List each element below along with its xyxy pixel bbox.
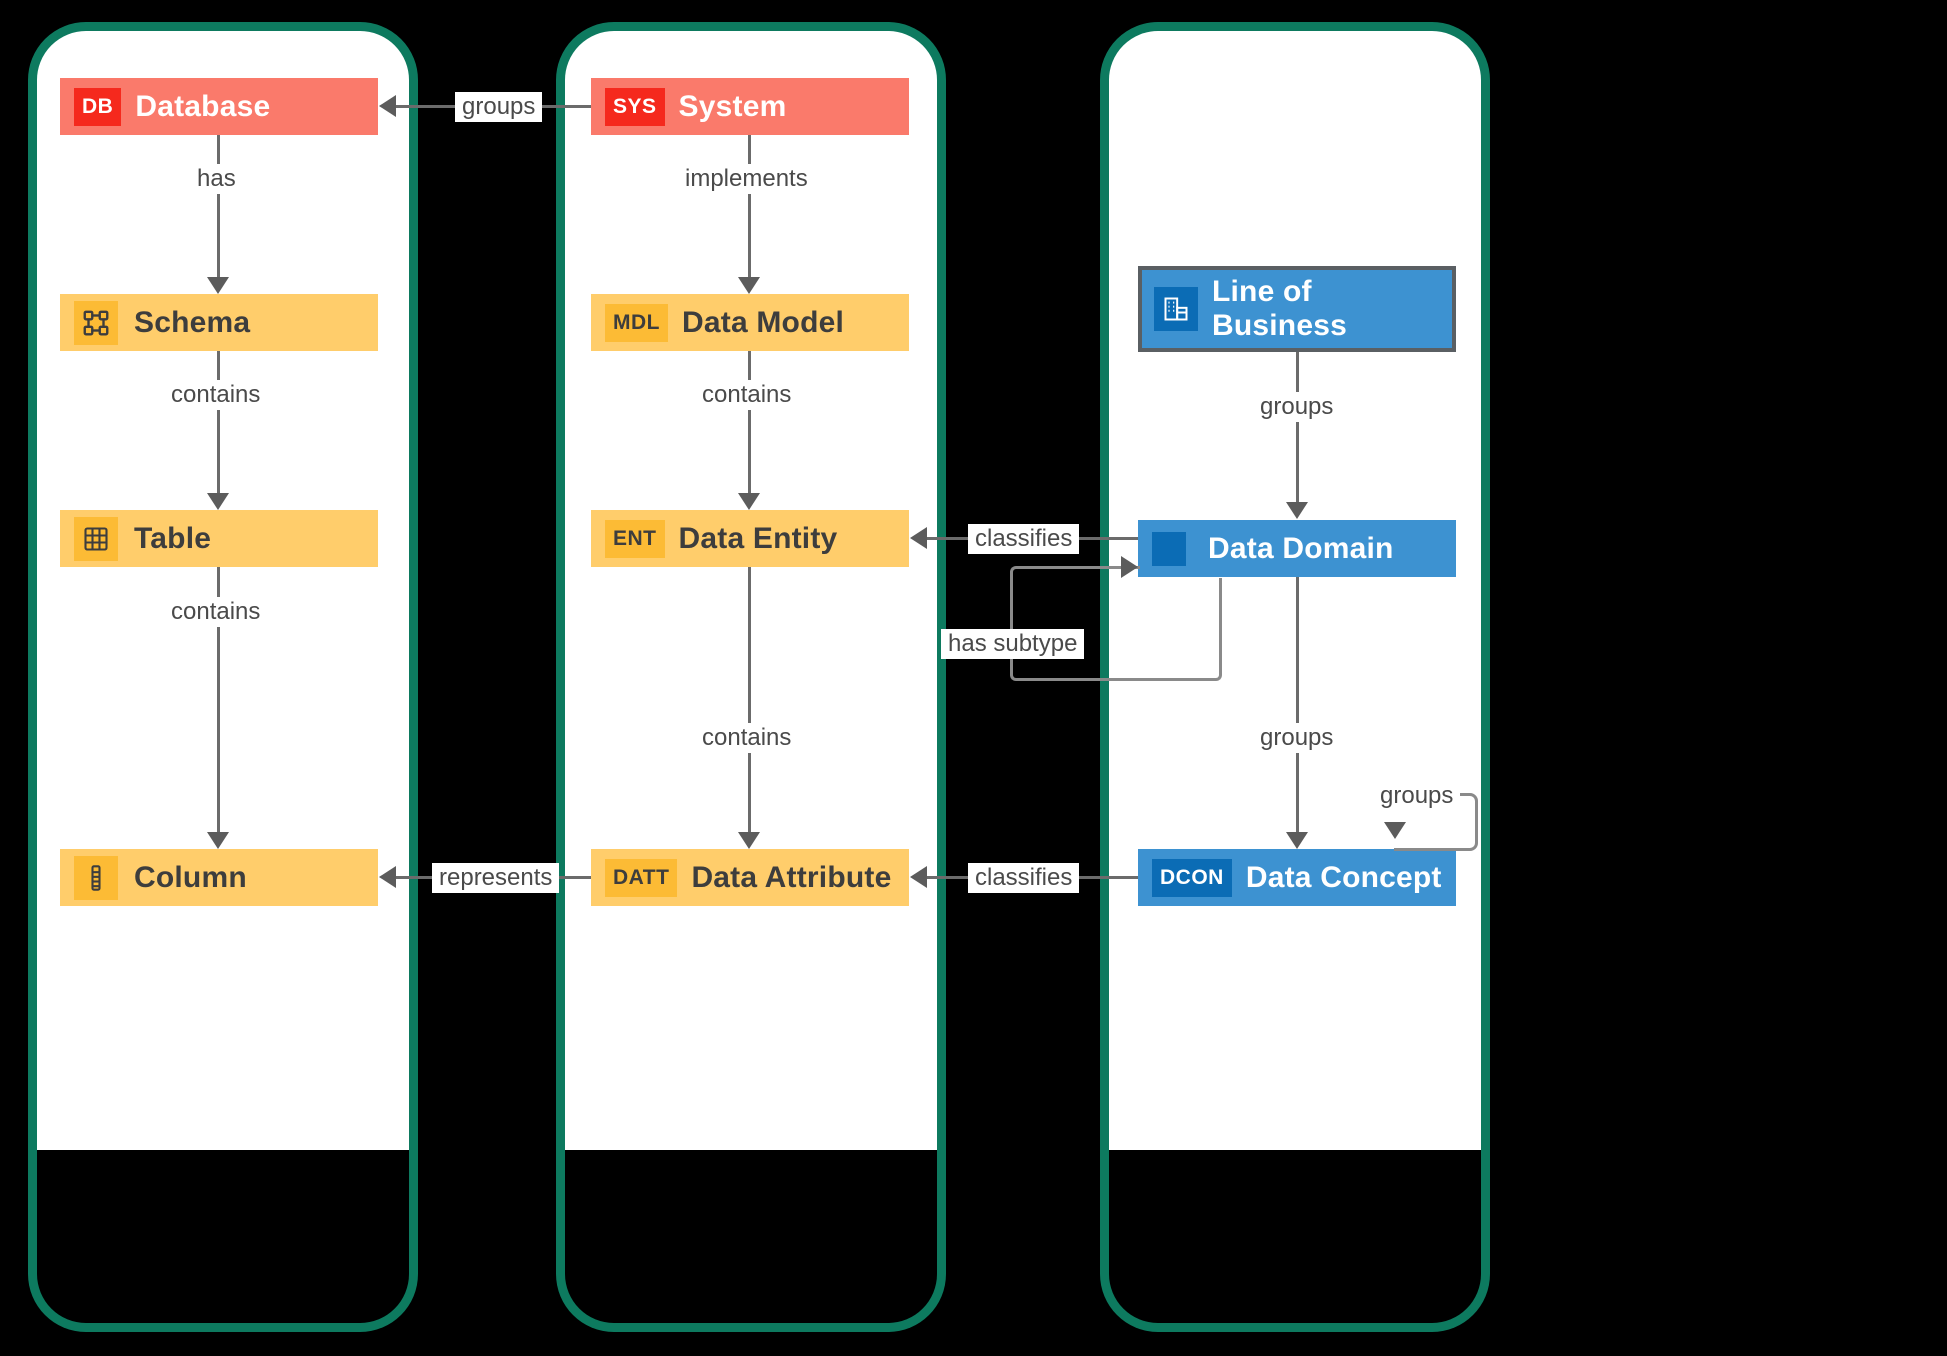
building-icon <box>1154 287 1198 331</box>
edge-arrow-attribute-represents-column <box>379 866 396 888</box>
edge-line-model-contains-entity <box>748 351 751 493</box>
square-icon <box>1152 531 1186 566</box>
edge-line-database-has-schema <box>217 135 220 277</box>
edge-arrow-database-has-schema <box>207 277 229 294</box>
edge-label-table-contains-column: contains <box>164 597 268 627</box>
edge-arrow-schema-contains-table <box>207 493 229 510</box>
ent-badge: ENT <box>605 519 665 558</box>
lane-business <box>1100 22 1490 1332</box>
sys-badge: SYS <box>605 87 665 126</box>
edge-label-lob-groups-domain: groups <box>1253 392 1341 422</box>
node-table-label: Table <box>134 521 212 555</box>
edge-label-concept-groups-self: groups <box>1373 781 1461 811</box>
node-database-label: Database <box>135 89 271 123</box>
node-system[interactable]: SYS System <box>591 78 909 135</box>
edge-arrow-concept-groups-self <box>1384 822 1406 839</box>
edge-line-system-implements-model <box>748 135 751 277</box>
edge-arrow-domain-groups-concept <box>1286 832 1308 849</box>
node-column[interactable]: Column <box>60 849 378 906</box>
column-icon <box>74 855 118 900</box>
mdl-badge: MDL <box>605 303 668 342</box>
lane-logical-foot <box>556 1150 946 1332</box>
edge-arrow-concept-classifies-attribute <box>910 866 927 888</box>
edge-label-model-contains-entity: contains <box>695 380 799 410</box>
edge-label-concept-classifies-attribute: classifies <box>968 863 1080 893</box>
node-schema[interactable]: Schema <box>60 294 378 351</box>
node-table[interactable]: Table <box>60 510 378 567</box>
edge-label-database-has-schema: has <box>190 164 243 194</box>
edge-arrow-system-implements-model <box>738 277 760 294</box>
edge-arrow-domain-classifies-entity <box>910 527 927 549</box>
lane-business-foot <box>1100 1150 1490 1332</box>
node-data-attribute-label: Data Attribute <box>691 860 892 894</box>
db-badge: DB <box>74 87 122 126</box>
node-data-model-label: Data Model <box>682 305 845 339</box>
node-column-label: Column <box>134 860 247 894</box>
node-data-domain-label: Data Domain <box>1208 531 1394 565</box>
edge-arrow-table-contains-column <box>207 832 229 849</box>
edge-label-attribute-represents-column: represents <box>432 863 560 893</box>
edge-label-entity-contains-attribute: contains <box>695 723 799 753</box>
node-data-model[interactable]: MDL Data Model <box>591 294 909 351</box>
node-data-entity-label: Data Entity <box>678 521 838 555</box>
node-database[interactable]: DB Database <box>60 78 378 135</box>
node-line-of-business-label: Line of Business <box>1212 275 1347 342</box>
edge-route-domain-has-subtype-b <box>1140 578 1222 681</box>
node-data-concept[interactable]: DCON Data Concept <box>1138 849 1456 906</box>
edge-line-table-contains-column <box>217 567 220 832</box>
node-data-concept-label: Data Concept <box>1245 860 1442 894</box>
lane-physical-foot <box>28 1150 418 1332</box>
edge-label-system-implements-model: implements <box>678 164 815 194</box>
node-schema-label: Schema <box>134 305 251 339</box>
edge-label-schema-contains-table: contains <box>164 380 268 410</box>
edge-arrow-entity-contains-attribute <box>738 832 760 849</box>
datt-badge: DATT <box>605 858 678 897</box>
edge-label-system-groups-database: groups <box>455 92 543 122</box>
edge-arrow-lob-groups-domain <box>1286 502 1308 519</box>
dcon-badge: DCON <box>1152 858 1232 897</box>
node-data-domain[interactable]: Data Domain <box>1138 520 1456 577</box>
node-data-attribute[interactable]: DATT Data Attribute <box>591 849 909 906</box>
schema-icon <box>74 300 118 345</box>
node-data-entity[interactable]: ENT Data Entity <box>591 510 909 567</box>
lane-logical <box>556 22 946 1332</box>
edge-arrow-model-contains-entity <box>738 493 760 510</box>
edge-label-domain-classifies-entity: classifies <box>968 524 1080 554</box>
edge-route-domain-has-subtype-a <box>1010 566 1140 681</box>
node-system-label: System <box>678 89 787 123</box>
edge-label-domain-has-subtype: has subtype <box>941 629 1085 659</box>
edge-line-entity-contains-attribute <box>748 567 751 832</box>
edge-line-lob-groups-domain <box>1296 352 1299 502</box>
edge-line-schema-contains-table <box>217 351 220 493</box>
table-icon <box>74 516 118 561</box>
lane-physical <box>28 22 418 1332</box>
edge-label-domain-groups-concept: groups <box>1253 723 1341 753</box>
edge-line-domain-groups-concept <box>1296 577 1299 832</box>
edge-arrow-domain-has-subtype <box>1121 556 1138 578</box>
node-line-of-business[interactable]: Line of Business <box>1138 266 1456 352</box>
edge-arrow-system-groups-database <box>379 95 396 117</box>
